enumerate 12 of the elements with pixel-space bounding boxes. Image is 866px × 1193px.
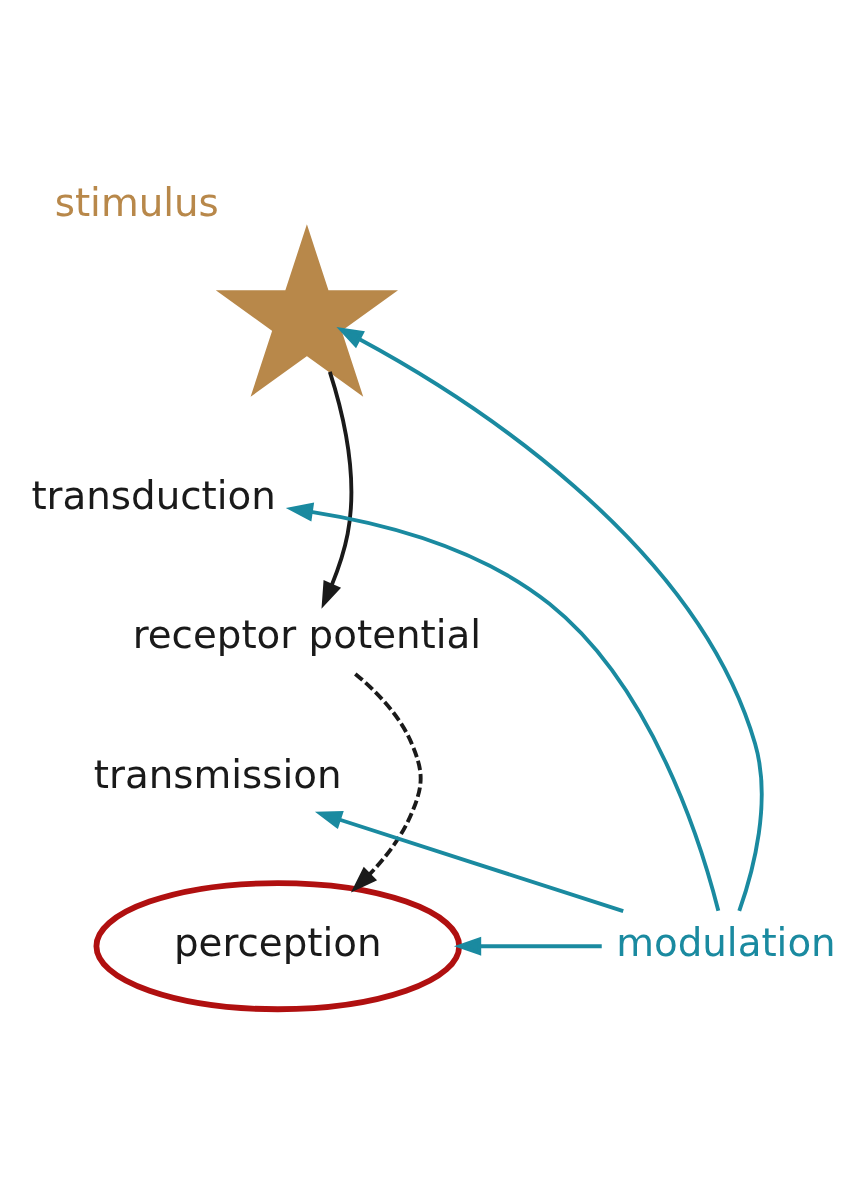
node-text: transduction — [31, 472, 276, 518]
node-text: receptor potential — [132, 611, 482, 657]
node-label: stimulus — [54, 179, 219, 225]
arrow — [285, 502, 721, 911]
arrow — [314, 810, 624, 913]
node-text: transmission — [93, 751, 342, 797]
arrow — [321, 370, 354, 609]
arrow — [336, 326, 764, 912]
arrow — [350, 671, 423, 893]
arrow — [453, 936, 602, 956]
node-text: modulation — [616, 919, 836, 965]
node-ellipse: perception — [93, 879, 463, 1012]
